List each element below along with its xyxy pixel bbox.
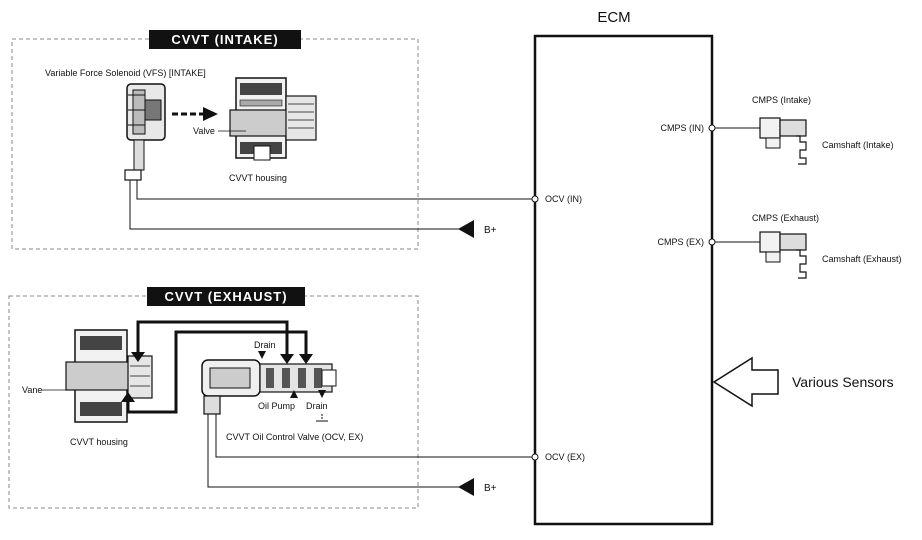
- camshaft-exhaust-label: Camshaft (Exhaust): [822, 254, 902, 264]
- wire-ocv-ex: [215, 414, 535, 458]
- oil-line-outer: [136, 320, 289, 358]
- cmps-intake-label: CMPS (Intake): [752, 95, 811, 105]
- intake-title-bg: [149, 30, 301, 49]
- oil-arrow-ocv-2: [299, 354, 313, 364]
- bplus-intake-label: B+: [484, 225, 497, 236]
- bplus-exhaust-label: B+: [484, 483, 497, 494]
- pin-ocv-in-label: OCV (IN): [545, 194, 582, 204]
- oil-arrow-housing-top: [131, 352, 145, 362]
- oil-pump-label: Oil Pump: [258, 401, 295, 411]
- intake-cvvt-housing: [229, 77, 317, 161]
- pin-ocv-ex: [531, 453, 539, 461]
- exhaust-ocv-valve: [201, 359, 337, 415]
- cmps-exhaust-sensor: CMPS (Exhaust) Camshaft (Exhaust): [715, 213, 902, 279]
- intake-title: CVVT (INTAKE): [171, 32, 278, 47]
- exhaust-housing-label: CVVT housing: [70, 437, 128, 447]
- wire-bplus-intake: [129, 180, 460, 230]
- pin-ocv-ex-label: OCV (EX): [545, 452, 585, 462]
- wire-ocv-in: [136, 180, 535, 200]
- pin-cmps-ex: [708, 238, 716, 246]
- ocv-ex-label: CVVT Oil Control Valve (OCV, EX): [226, 432, 363, 442]
- exhaust-group: CVVT (EXHAUST) Vane CVVT housing: [8, 287, 535, 509]
- bplus-arrow-intake: [458, 220, 474, 238]
- camshaft-intake-label: Camshaft (Intake): [822, 140, 894, 150]
- vane-label: Vane: [22, 385, 42, 395]
- ecm-title: ECM: [597, 9, 630, 26]
- bplus-arrow-exhaust: [458, 478, 474, 496]
- cmps-intake-sensor: CMPS (Intake) Camshaft (Intake): [715, 95, 894, 165]
- various-sensors-label: Various Sensors: [792, 374, 894, 390]
- wire-bplus-exhaust: [207, 414, 460, 488]
- camshaft-intake-profile: [796, 135, 807, 165]
- intake-housing-label: CVVT housing: [229, 173, 287, 183]
- oil-arrow-ocv-1: [280, 354, 294, 364]
- exhaust-title: CVVT (EXHAUST): [164, 289, 287, 304]
- exhaust-cvvt-housing: [65, 329, 153, 423]
- ocv-drain-top-label: Drain: [254, 340, 276, 350]
- camshaft-exhaust-profile: [796, 249, 807, 279]
- various-sensors-arrow: [712, 356, 779, 408]
- pin-ocv-in: [531, 195, 539, 203]
- pin-cmps-in-label: CMPS (IN): [661, 123, 705, 133]
- intake-group: CVVT (INTAKE) Variable Force Solenoid (V…: [11, 30, 535, 250]
- vfs-solenoid: [124, 83, 166, 181]
- pin-cmps-ex-label: CMPS (EX): [657, 237, 704, 247]
- vfs-label: Variable Force Solenoid (VFS) [INTAKE]: [45, 68, 206, 78]
- intake-valve-label: Valve: [193, 126, 215, 136]
- ocv-drain-bottom-label: Drain: [306, 401, 328, 411]
- oil-arrow-housing-bottom: [121, 392, 135, 402]
- pin-cmps-in: [708, 124, 716, 132]
- drain-arrow-top: [258, 351, 266, 359]
- cmps-exhaust-label: CMPS (Exhaust): [752, 213, 819, 223]
- oil-line-inner: [126, 330, 308, 414]
- drain-arrow-bottom: [318, 390, 326, 398]
- ecm-box: [533, 34, 714, 526]
- exhaust-title-bg: [147, 287, 305, 306]
- vfs-to-valve-arrow: [172, 107, 218, 121]
- ecm-block: ECM OCV (IN) OCV (EX) CMPS (IN) CMPS (EX…: [531, 9, 894, 526]
